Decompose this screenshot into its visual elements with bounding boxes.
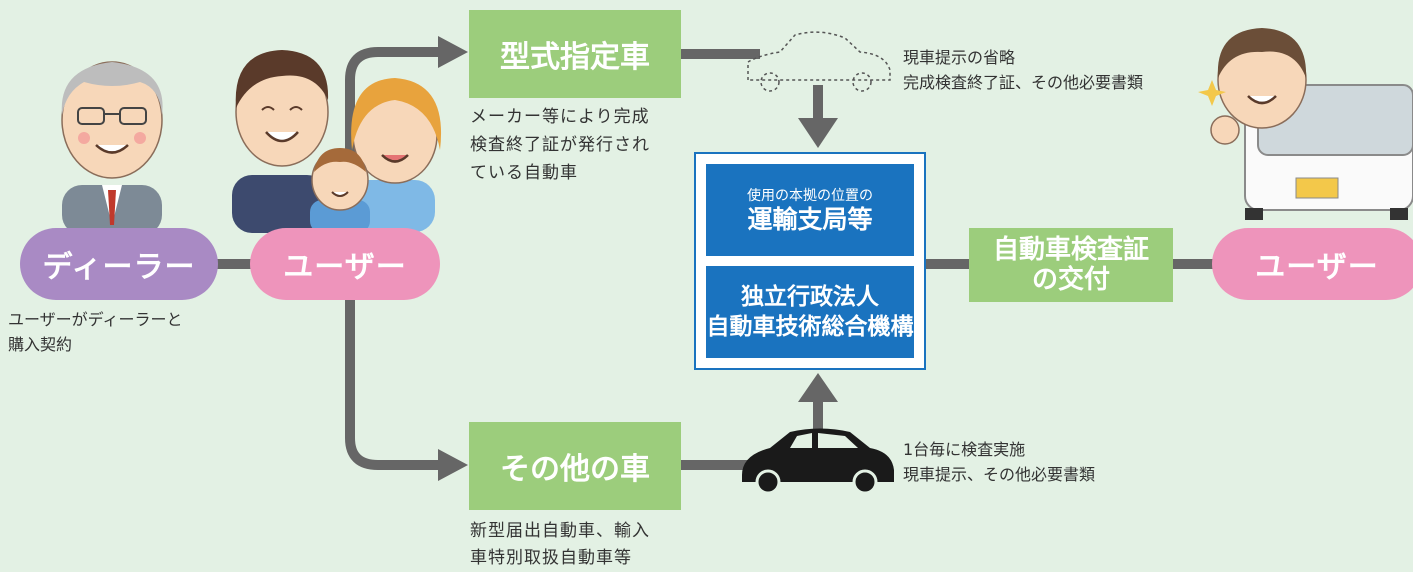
issue-line-1: 自動車検査証 bbox=[992, 235, 1149, 265]
other-requirements-note: 1台毎に検査実施 現車提示、その他必要書類 bbox=[903, 437, 1223, 487]
arrow-to-type bbox=[438, 36, 468, 68]
arrow-to-other bbox=[438, 449, 468, 481]
car-icon bbox=[742, 428, 894, 495]
arrow-up-center bbox=[798, 373, 838, 402]
other-vehicle-box: その他の車 bbox=[469, 422, 681, 510]
line-user-type bbox=[345, 47, 440, 230]
type-requirements-note: 現車提示の省略 完成検査終了証、その他必要書類 bbox=[903, 45, 1223, 95]
dealer-note: ユーザーがディーラーと 購入契約 bbox=[8, 307, 238, 357]
dealer-note-line-2: 購入契約 bbox=[8, 335, 73, 354]
dashed-car-icon bbox=[747, 31, 891, 92]
dealer-note-line-1: ユーザーがディーラーと bbox=[8, 310, 183, 329]
certificate-issue-box: 自動車検査証 の交付 bbox=[969, 228, 1173, 302]
arrow-down-center bbox=[798, 118, 838, 148]
user-driving-icon bbox=[1198, 28, 1413, 220]
type-designated-box: 型式指定車 bbox=[469, 10, 681, 98]
authority-panel: 使用の本拠の位置の 運輸支局等 独立行政法人 自動車技術総合機構 bbox=[694, 152, 926, 370]
agency-line-1: 独立行政法人 bbox=[741, 284, 879, 310]
family-icon bbox=[232, 50, 442, 233]
agency-line-2: 自動車技術総合機構 bbox=[706, 314, 914, 340]
new-note-line-2: 車特別取扱自動車等 bbox=[470, 548, 632, 568]
office-title: 運輸支局等 bbox=[747, 205, 873, 234]
user-node-left: ユーザー bbox=[250, 228, 440, 300]
maker-note-line-1: メーカー等により完成 bbox=[470, 107, 650, 127]
new-note-line-1: 新型届出自動車、輸入 bbox=[470, 521, 650, 541]
transport-office-box: 使用の本拠の位置の 運輸支局等 bbox=[706, 164, 914, 256]
maker-note-line-2: 検査終了証が発行され bbox=[470, 135, 650, 155]
other-note-line-2: 現車提示、その他必要書類 bbox=[903, 465, 1096, 484]
maker-note-line-3: ている自動車 bbox=[470, 163, 578, 183]
agency-box: 独立行政法人 自動車技術総合機構 bbox=[706, 266, 914, 358]
new-vehicle-note: 新型届出自動車、輸入 車特別取扱自動車等 bbox=[470, 518, 710, 572]
other-note-line-1: 1台毎に検査実施 bbox=[903, 440, 1026, 459]
type-note-line-2: 完成検査終了証、その他必要書類 bbox=[903, 73, 1144, 92]
maker-note: メーカー等により完成 検査終了証が発行され ている自動車 bbox=[470, 103, 690, 187]
type-note-line-1: 現車提示の省略 bbox=[903, 48, 1016, 67]
issue-line-2: の交付 bbox=[1031, 265, 1110, 295]
dealer-person-icon bbox=[61, 61, 163, 235]
dealer-node: ディーラー bbox=[20, 228, 218, 300]
line-user-other bbox=[345, 300, 440, 470]
office-caption: 使用の本拠の位置の bbox=[747, 188, 873, 204]
user-node-right: ユーザー bbox=[1212, 228, 1413, 300]
